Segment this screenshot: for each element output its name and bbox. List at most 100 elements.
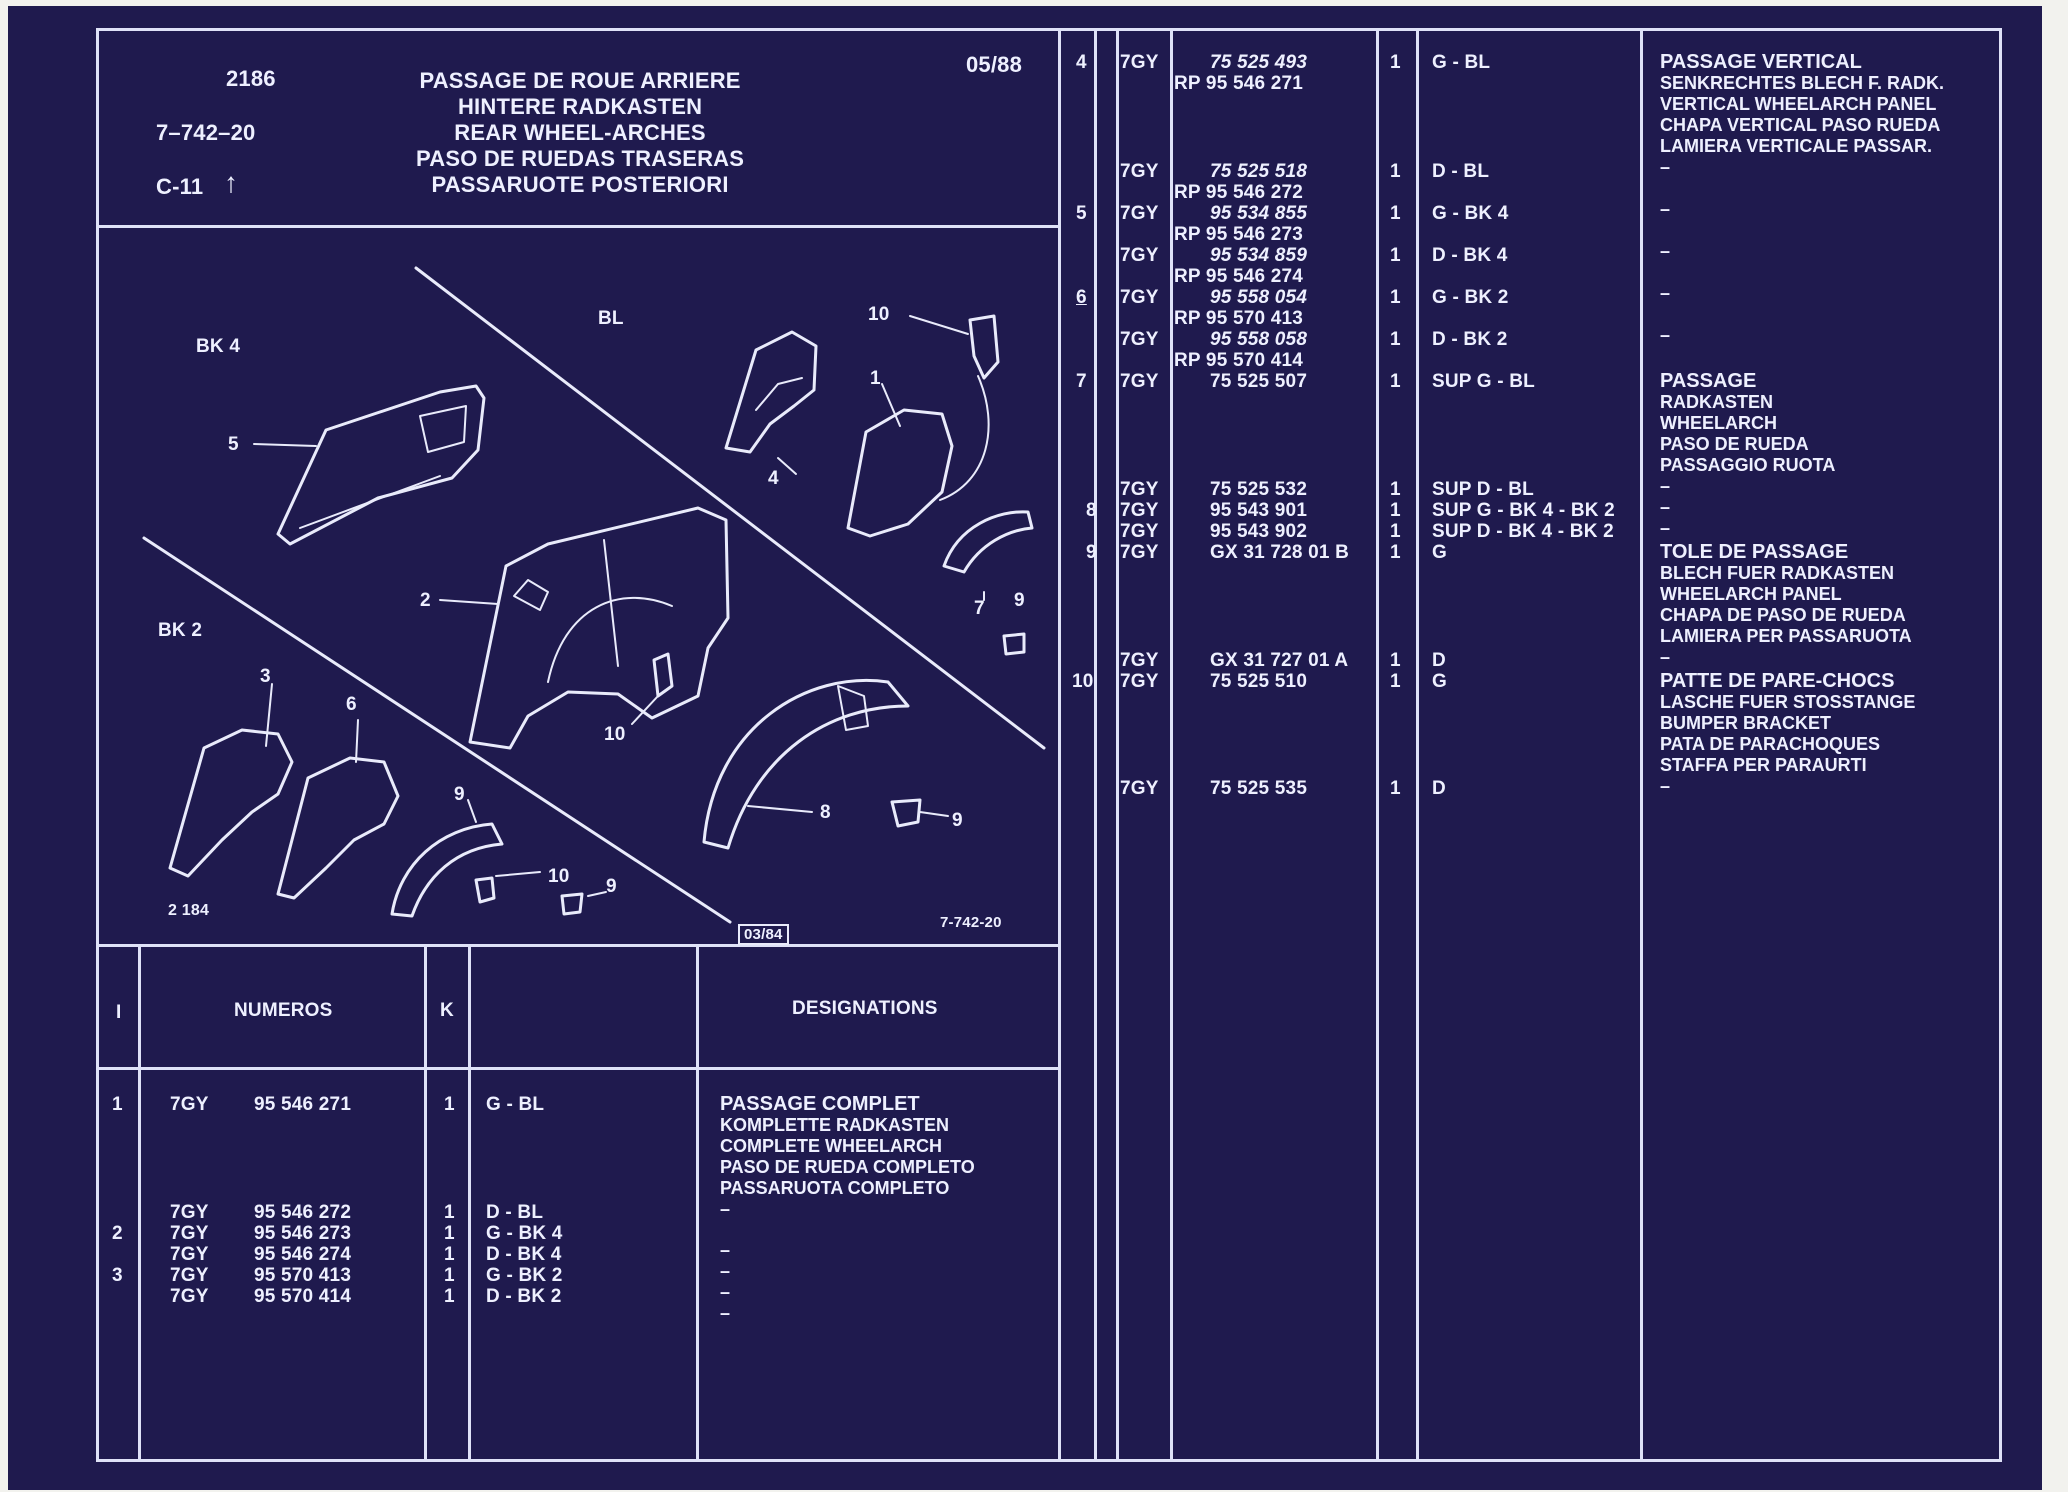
desc-dash: – <box>720 1282 731 1302</box>
left-row-5-qty: 1 <box>444 1265 455 1286</box>
left-row-1-index: 1 <box>112 1094 123 1115</box>
desc-line: LAMIERA VERTICALE PASSAR. <box>1660 136 1933 156</box>
right-row-10-code: 7GY <box>1120 671 1159 692</box>
part-10-middle <box>652 652 674 698</box>
callout-5: 5 <box>228 434 239 455</box>
right-col-desc <box>1640 28 1643 1462</box>
right-row-5d-code: 7GY <box>1120 245 1159 266</box>
right-row-6-index: 6 <box>1076 287 1087 308</box>
right-row-4d-pos: D - BL <box>1432 161 1490 182</box>
right-row-8-code: 7GY <box>1120 500 1159 521</box>
callout-6: 6 <box>346 694 357 715</box>
diagram-rule <box>96 944 1061 947</box>
part-9-lower <box>560 892 584 916</box>
issue-date: 05/88 <box>966 52 1023 77</box>
right-col-i <box>1116 28 1119 1462</box>
right-row-8d-pos: SUP D - BK 4 - BK 2 <box>1432 521 1614 542</box>
left-row-1-code: 7GY <box>170 1094 209 1115</box>
left-row-6-pos: D - BK 2 <box>486 1286 562 1307</box>
right-row-4-qty: 1 <box>1390 52 1401 73</box>
desc-line: PATA DE PARACHOQUES <box>1660 734 1881 754</box>
right-row-7-qty: 1 <box>1390 371 1401 392</box>
col-header-numeros: NUMEROS <box>234 1000 333 1021</box>
zone-divider-lower <box>142 536 732 924</box>
outer-frame <box>96 28 2002 1462</box>
header-rule <box>96 225 1061 228</box>
desc-dash: – <box>720 1240 731 1260</box>
right-row-5d-qty: 1 <box>1390 245 1401 266</box>
right-row-4-code: 7GY <box>1120 52 1159 73</box>
desc-dash: – <box>1660 776 1671 796</box>
right-desc-tole: TOLE DE PASSAGE BLECH FUER RADKASTEN WHE… <box>1660 542 1912 668</box>
desc-dash: – <box>1660 325 1671 345</box>
callout-2: 2 <box>420 590 431 611</box>
right-row-9-code: 7GY <box>1120 542 1159 563</box>
callout-7: 7 <box>974 598 985 619</box>
right-row-5d-number: 95 534 859 <box>1210 245 1308 266</box>
right-row-7-index: 7 <box>1076 371 1087 392</box>
right-row-8-number: 95 543 901 <box>1210 500 1308 521</box>
desc-line: STAFFA PER PARAURTI <box>1660 755 1867 775</box>
right-row-6-rp: RP 95 570 413 <box>1174 308 1304 329</box>
left-row-5-index: 3 <box>112 1265 123 1286</box>
col-header-i: I <box>116 1002 122 1023</box>
right-row-10-qty: 1 <box>1390 671 1401 692</box>
desc-dash: – <box>1660 241 1671 261</box>
desc-line: CHAPA DE PASO DE RUEDA <box>1660 605 1906 625</box>
center-divider-2 <box>1094 28 1097 1462</box>
desc-dash: – <box>720 1261 731 1281</box>
left-row-5-number: 95 570 413 <box>254 1265 352 1286</box>
left-row-6-code: 7GY <box>170 1286 209 1307</box>
group-code: C-11 <box>156 174 204 199</box>
desc-line: WHEELARCH <box>1660 413 1777 433</box>
right-row-8-index: 8 <box>1086 500 1097 521</box>
left-row-3-code: 7GY <box>170 1223 209 1244</box>
right-row-10-pos: G <box>1432 671 1447 692</box>
right-row-9d-qty: 1 <box>1390 650 1401 671</box>
right-row-10d-qty: 1 <box>1390 778 1401 799</box>
desc-line: PASO DE RUEDA <box>1660 434 1809 454</box>
exploded-diagram <box>142 266 1046 924</box>
left-row-5-pos: G - BK 2 <box>486 1265 563 1286</box>
center-divider <box>1058 28 1061 1462</box>
callout-3: 3 <box>260 666 271 687</box>
right-row-8d-code: 7GY <box>1120 521 1159 542</box>
title-de: HINTERE RADKASTEN <box>457 94 703 119</box>
right-row-9d-pos: D <box>1432 650 1446 671</box>
desc-line: SENKRECHTES BLECH F. RADK. <box>1660 73 1945 93</box>
right-row-10d-number: 75 525 535 <box>1210 778 1308 799</box>
part-8-outline <box>702 679 910 850</box>
right-row-5-code: 7GY <box>1120 203 1159 224</box>
title-en: REAR WHEEL-ARCHES <box>454 120 706 145</box>
desc-line: KOMPLETTE RADKASTEN <box>720 1115 949 1135</box>
title-it: PASSARUOTE POSTERIORI <box>431 172 729 197</box>
desc-line: LAMIERA PER PASSARUOTA <box>1660 626 1912 646</box>
callout-9-right: 9 <box>1014 590 1025 611</box>
desc-dash: – <box>1660 199 1671 219</box>
zone-label-bk4: BK 4 <box>196 336 241 357</box>
part-5-window <box>419 405 467 453</box>
right-row-5d-pos: D - BK 4 <box>1432 245 1508 266</box>
callout-9-bk2: 9 <box>606 876 617 897</box>
left-row-4-pos: D - BK 4 <box>486 1244 562 1265</box>
right-row-4d-code: 7GY <box>1120 161 1159 182</box>
part-3-outline <box>168 728 294 878</box>
right-row-9-number: GX 31 728 01 B <box>1210 542 1350 563</box>
callout-9-mid: 9 <box>952 810 963 831</box>
left-row-5-code: 7GY <box>170 1265 209 1286</box>
right-row-7d-qty: 1 <box>1390 479 1401 500</box>
left-row-3-number: 95 546 273 <box>254 1223 352 1244</box>
desc-dash: – <box>1660 497 1671 517</box>
right-row-10d-pos: D <box>1432 778 1446 799</box>
right-row-5-qty: 1 <box>1390 203 1401 224</box>
left-row-2-qty: 1 <box>444 1202 455 1223</box>
zone-divider-upper <box>414 266 1046 750</box>
diagram-footer-stamp: 03/84 <box>738 924 789 945</box>
left-row-3-pos: G - BK 4 <box>486 1223 563 1244</box>
left-row-1-pos: G - BL <box>486 1094 545 1115</box>
desc-line: LASCHE FUER STOSSTANGE <box>1660 692 1916 712</box>
right-row-6-code: 7GY <box>1120 287 1159 308</box>
right-row-8-qty: 1 <box>1390 500 1401 521</box>
desc-dash: – <box>1660 518 1671 538</box>
left-row-4-qty: 1 <box>444 1244 455 1265</box>
